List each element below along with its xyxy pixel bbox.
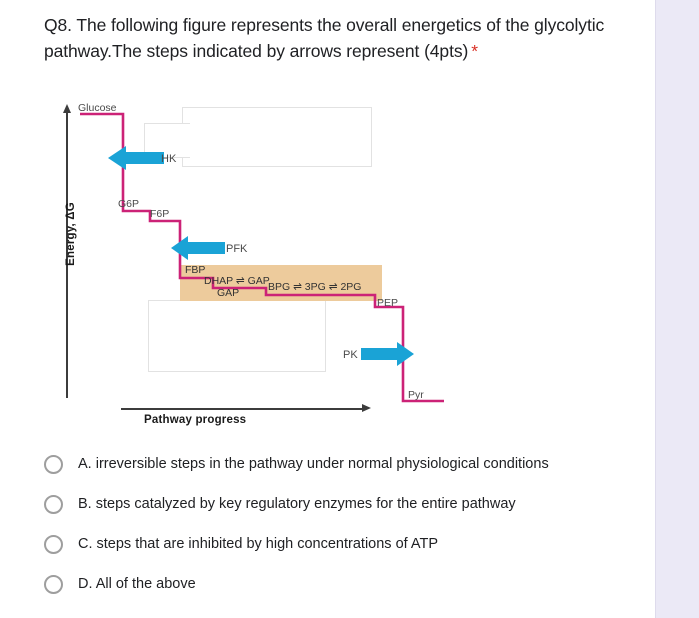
page-background-gutter [655,0,699,618]
answer-options-group: A. irreversible steps in the pathway und… [44,444,624,604]
artifact-rect-top [182,107,372,167]
radio-button-b[interactable] [44,494,63,514]
label-g6p: G6P [118,198,140,210]
label-hk-enzyme: HK [161,153,177,165]
label-pep: PEP [377,297,399,309]
y-axis-arrow-icon [62,104,71,113]
glycolysis-energy-diagram: Energy, ΔG Pathway progress Glucose G6P … [44,98,464,436]
energy-staircase-curve [80,112,444,403]
label-bpg-3pg-2pg: BPG ⇌ 3PG ⇌ 2PG [268,281,362,293]
label-pfk-enzyme: PFK [226,243,248,255]
question-title: Q8. The following figure represents the … [44,15,605,61]
question-block: Q8. The following figure represents the … [44,12,624,64]
option-label-d[interactable]: D. All of the above [78,576,196,592]
option-row-c[interactable]: C. steps that are inhibited by high conc… [44,524,624,564]
option-row-b[interactable]: B. steps catalyzed by key regulatory enz… [44,484,624,524]
y-axis-line [66,112,68,398]
label-dhap-gap: DHAP ⇌ GAP [204,275,270,287]
option-row-d[interactable]: D. All of the above [44,564,624,604]
form-question-card: Q8. The following figure represents the … [44,12,624,604]
pfk-arrow-icon [171,236,225,260]
artifact-rect-lower [148,300,326,372]
x-axis-label: Pathway progress [144,414,247,426]
label-pyr: Pyr [408,389,424,401]
option-row-a[interactable]: A. irreversible steps in the pathway und… [44,444,624,484]
label-glucose: Glucose [78,102,117,114]
label-gap: GAP [217,287,240,299]
radio-button-a[interactable] [44,454,63,474]
label-fbp: FBP [185,264,206,276]
option-label-a[interactable]: A. irreversible steps in the pathway und… [78,456,549,472]
required-asterisk: * [471,41,479,61]
label-f6p: F6P [150,208,170,220]
label-pk-enzyme: PK [343,349,358,361]
radio-button-c[interactable] [44,534,63,554]
option-label-b[interactable]: B. steps catalyzed by key regulatory enz… [78,496,516,512]
pk-arrow-icon [361,342,414,366]
x-axis-line [121,408,364,410]
radio-button-d[interactable] [44,574,63,594]
option-label-c[interactable]: C. steps that are inhibited by high conc… [78,536,439,552]
x-axis-arrow-icon [362,404,371,412]
hk-arrow-icon [108,146,164,170]
